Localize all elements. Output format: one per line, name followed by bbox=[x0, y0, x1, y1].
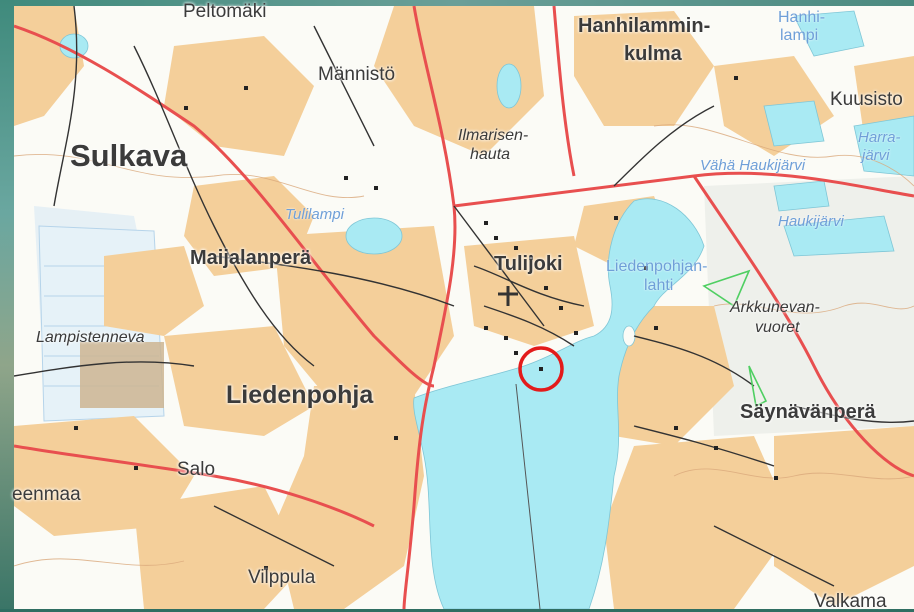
label-hanhilampi-line1: Hanhi- bbox=[778, 9, 826, 26]
liedenpohjanlahti-lake bbox=[413, 198, 705, 609]
label-sulkava: Sulkava bbox=[70, 138, 188, 173]
peat-area bbox=[80, 342, 164, 408]
vahahaukijarvi-lake bbox=[773, 180, 830, 212]
church-cross-icon bbox=[498, 286, 518, 306]
label-harrajarvi-line1: Harra- bbox=[858, 129, 901, 146]
main-road-north-south bbox=[402, 6, 457, 609]
label-eenmaa: eenmaa bbox=[12, 484, 81, 505]
label-arkkunevan-line2: vuoret bbox=[755, 319, 800, 336]
label-ilmarisen-line2: hauta bbox=[470, 146, 511, 163]
marked-building bbox=[539, 367, 543, 371]
label-vahahaukijarvi: Vähä Haukijärvi bbox=[700, 157, 806, 174]
label-hanhilammin-line1: Hanhilammin- bbox=[578, 15, 711, 37]
label-liedenpohjan-line1: Liedenpohjan- bbox=[606, 258, 708, 275]
label-vilppula: Vilppula bbox=[248, 567, 316, 588]
label-mannisto: Männistö bbox=[318, 64, 396, 85]
frame-top-border bbox=[0, 0, 914, 6]
minor-roads bbox=[14, 6, 914, 587]
label-hanhilampi-line2: lampi bbox=[780, 27, 819, 44]
label-tulilampi: Tulilampi bbox=[285, 206, 344, 223]
topographic-map[interactable] bbox=[14, 6, 914, 609]
label-haukijarvi: Haukijärvi bbox=[778, 213, 844, 230]
label-kuusisto: Kuusisto bbox=[830, 89, 903, 110]
frame-left-border bbox=[0, 0, 14, 609]
boundary-line bbox=[515, 383, 541, 609]
location-circle-icon bbox=[518, 346, 564, 392]
label-harrajarvi-line2: järvi bbox=[862, 147, 890, 164]
hanhilampi-lake bbox=[793, 10, 865, 57]
label-liedenpohjan-line2: lahti bbox=[644, 277, 674, 294]
ilmarisenhauta-pond bbox=[496, 63, 522, 109]
water-bodies bbox=[59, 10, 914, 609]
label-maijalanpera: Maijalanperä bbox=[190, 247, 312, 269]
label-lampistenneva: Lampistenneva bbox=[36, 329, 145, 346]
road-east bbox=[453, 171, 914, 208]
label-valkama: Valkama bbox=[814, 591, 887, 612]
major-roads bbox=[14, 6, 914, 609]
label-tulijoki: Tulijoki bbox=[494, 253, 563, 275]
road-west bbox=[14, 24, 435, 388]
label-arkkunevan-line1: Arkkunevan- bbox=[730, 299, 820, 316]
buildings bbox=[74, 76, 838, 570]
protected-areas bbox=[702, 269, 768, 408]
harrajarvi-lake bbox=[853, 115, 914, 177]
field-areas bbox=[14, 6, 914, 609]
haukijarvi-lake bbox=[783, 215, 895, 257]
contour-lines bbox=[14, 124, 914, 567]
label-peltomaki: Peltomäki bbox=[183, 1, 267, 22]
tulilampi-lake bbox=[345, 217, 403, 255]
label-hanhilammin-line2: kulma bbox=[624, 43, 682, 65]
label-saynavanpera: Säynävänperä bbox=[740, 401, 876, 423]
pond-east bbox=[763, 100, 825, 147]
label-salo: Salo bbox=[177, 459, 216, 480]
label-ilmarisen-line1: Ilmarisen- bbox=[458, 127, 529, 144]
island-outline bbox=[622, 325, 636, 347]
label-liedenpohja: Liedenpohja bbox=[226, 381, 374, 409]
